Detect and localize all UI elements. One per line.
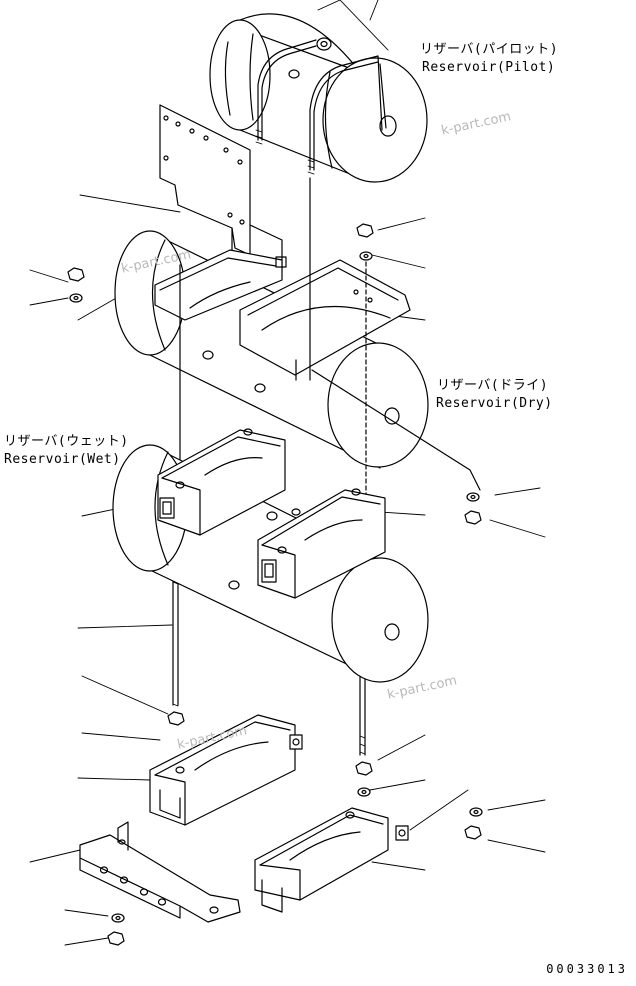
middle-saddle-block-right	[257, 488, 386, 599]
pilot-reservoir	[209, 13, 428, 183]
bottom-mounting-rail	[79, 821, 241, 923]
dry-reservoir-label-jp: リザーバ(ドライ)	[437, 378, 549, 393]
nut-and-washer-upper-right	[356, 223, 374, 261]
wet-reservoir-label-en: Reservoir(Wet)	[4, 452, 121, 467]
wet-reservoir-label-jp: リザーバ(ウェット)	[4, 434, 129, 449]
nuts-lower	[107, 711, 483, 946]
nut-and-washer-left	[67, 267, 85, 303]
lower-saddle-bracket-right	[254, 807, 409, 913]
middle-saddle-block-left	[157, 428, 286, 536]
lower-saddle-bracket-left	[149, 714, 303, 826]
drawing-code: 00033013	[546, 962, 628, 976]
pilot-reservoir-label-en: Reservoir(Pilot)	[422, 60, 556, 75]
upper-saddle-bracket-left	[154, 249, 287, 321]
dry-reservoir-label-en: Reservoir(Dry)	[436, 396, 553, 411]
nut-and-washer-right-middle	[464, 492, 482, 525]
pilot-reservoir-label-jp: リザーバ(パイロット)	[420, 42, 559, 57]
upper-saddle-bracket-right	[239, 259, 411, 381]
